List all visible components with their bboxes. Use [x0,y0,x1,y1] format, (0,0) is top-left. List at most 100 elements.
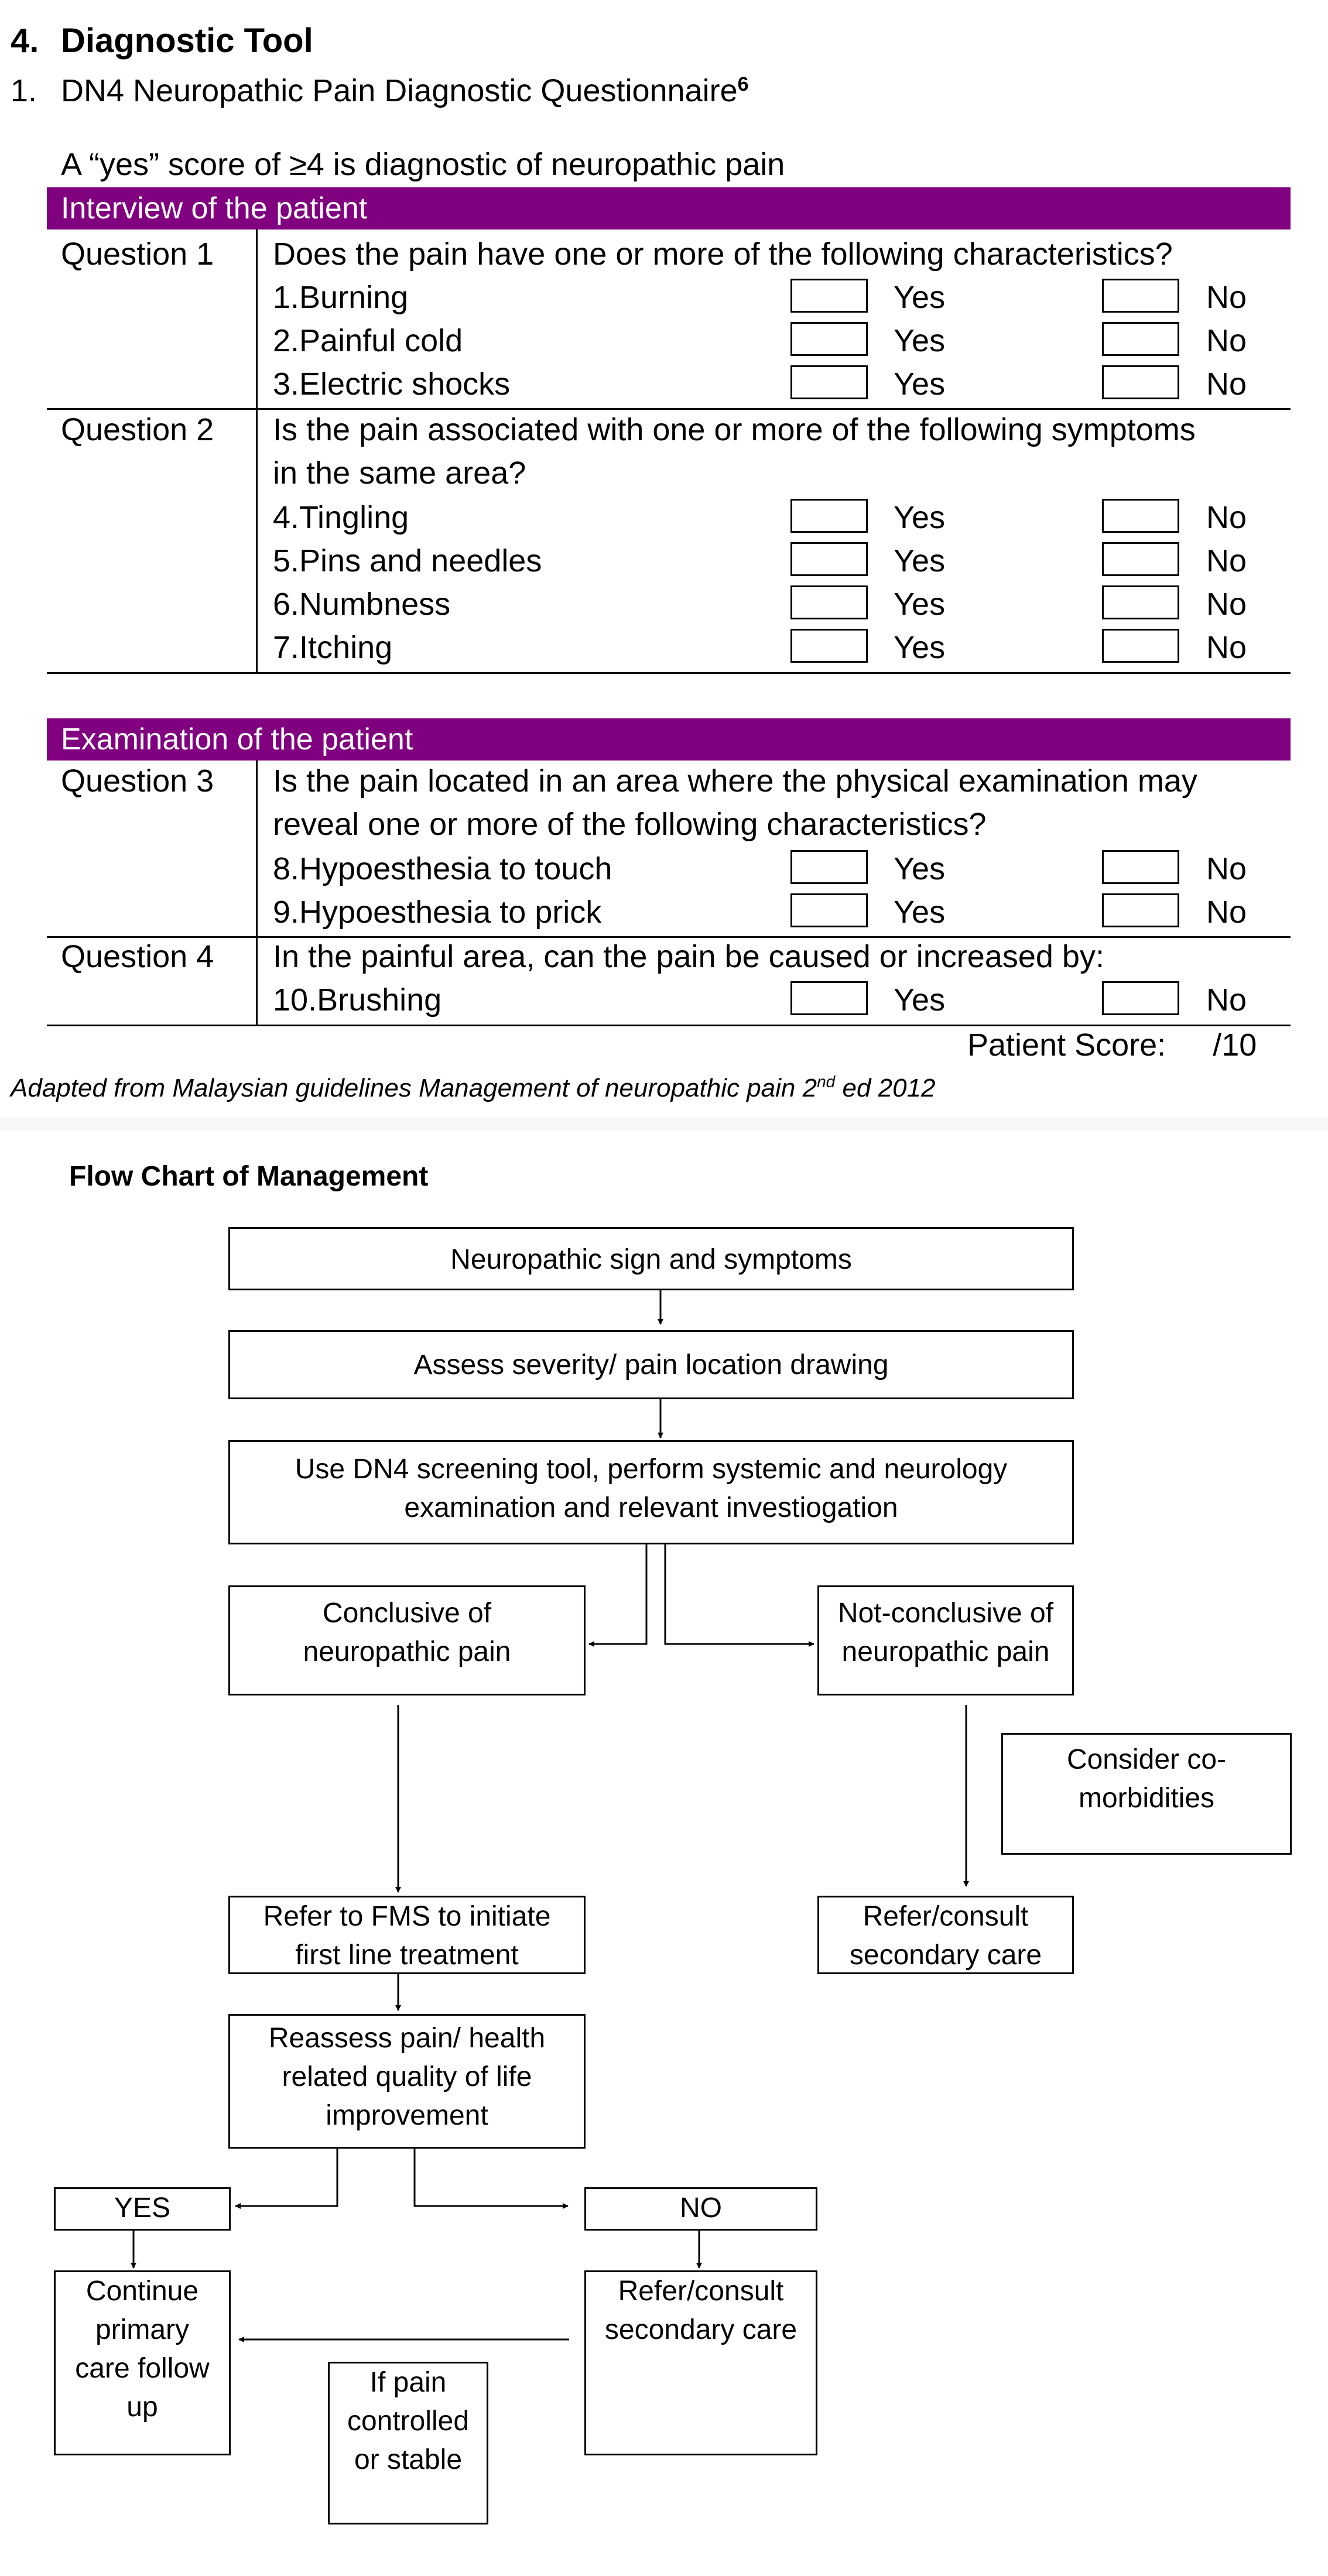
yes-checkbox[interactable] [790,629,868,663]
item-brushing: 10.Brushing [273,982,442,1018]
node-text: examination and relevant investiogation [404,1492,898,1523]
subsection-heading: 1. DN4 Neuropathic Pain Diagnostic Questi… [11,73,749,109]
yes-checkbox[interactable] [790,893,868,927]
node-text: improvement [326,2100,488,2131]
no-checkbox[interactable] [1102,322,1179,356]
node-text: Refer to FMS to initiate [263,1901,551,1932]
node-text: related quality of life [282,2061,532,2092]
question-3-label: Question 3 [61,763,214,799]
no-label: No [1206,895,1247,930]
question-1-text: Does the pain have one or more of the fo… [273,237,1173,272]
yes-checkbox[interactable] [790,850,868,884]
source-caption: Adapted from Malaysian guidelines Manage… [11,1073,936,1103]
no-label: No [1206,280,1247,315]
table-column-divider [256,761,258,1026]
node-text: Reassess pain/ health [268,2023,546,2054]
no-label: No [1206,982,1247,1018]
no-label: No [1206,630,1247,665]
flowchart-title: Flow Chart of Management [69,1161,429,1192]
node-text: morbidities [1078,1783,1215,1814]
yes-label: Yes [894,851,946,886]
flow-node-if-pain-controlled: If pain controlled or stable [328,2362,488,2524]
node-text: secondary care [604,2314,798,2345]
caption-text: Adapted from Malaysian guidelines Manage… [11,1074,817,1102]
no-checkbox[interactable] [1102,629,1179,663]
no-checkbox[interactable] [1102,893,1179,927]
yes-label: Yes [894,630,946,665]
no-label: No [1206,851,1247,886]
section-number: 4. [11,22,39,60]
node-text: primary [95,2314,189,2345]
question-2-text-line2: in the same area? [273,455,526,491]
item-hypoesthesia-prick: 9.Hypoesthesia to prick [273,895,602,930]
arrow-reassess-yes [235,2149,338,2209]
no-checkbox[interactable] [1102,499,1179,533]
item-pins-and-needles: 5.Pins and needles [273,543,542,578]
node-text: care follow [75,2353,210,2384]
node-text: or stable [354,2444,463,2475]
question-3-text-line2: reveal one or more of the following char… [273,807,987,842]
yes-checkbox[interactable] [790,585,868,619]
question-2-text-line1: Is the pain associated with one or more … [273,412,1196,447]
yes-label: Yes [894,280,946,315]
question-4-text: In the painful area, can the pain be cau… [273,939,1104,974]
yes-checkbox[interactable] [790,499,868,533]
node-text: If pain [369,2367,447,2398]
interview-header: Interview of the patient [47,187,1291,229]
yes-label: Yes [894,895,946,930]
node-text: controlled [347,2406,470,2437]
no-label: No [1206,366,1247,402]
no-checkbox[interactable] [1102,365,1179,399]
arrow-n3-not-conclusive [664,1544,814,1647]
reference-superscript: 6 [737,73,749,95]
yes-checkbox[interactable] [790,542,868,576]
examination-header: Examination of the patient [47,718,1291,761]
node-text: neuropathic pain [303,1636,511,1667]
yes-label: Yes [894,366,946,402]
no-label: No [1206,587,1247,622]
yes-checkbox[interactable] [790,365,868,399]
caption-tail: ed 2012 [835,1074,936,1102]
no-label: No [1206,543,1247,578]
yes-label: Yes [894,543,946,578]
no-checkbox[interactable] [1102,981,1179,1015]
node-text: neuropathic pain [841,1636,1050,1667]
no-checkbox[interactable] [1102,542,1179,576]
no-label: No [1206,500,1247,535]
no-checkbox[interactable] [1102,585,1179,619]
flow-node-neuropathic-signs: Neuropathic sign and symptoms [228,1227,1074,1290]
no-label: No [1206,323,1247,358]
question-1-label: Question 1 [61,237,214,272]
yes-checkbox[interactable] [790,279,868,313]
node-text: secondary care [849,1940,1042,1971]
patient-score-label: Patient Score: [967,1027,1166,1063]
flow-node-refer-fms: Refer to FMS to initiate first line treat… [228,1896,586,1974]
subsection-number: 1. [11,73,37,108]
diagnostic-threshold-note: A “yes” score of ≥4 is diagnostic of neu… [61,147,785,182]
patient-score: Patient Score:/10 [967,1027,1257,1063]
question-3-text-line1: Is the pain located in an area where the… [273,763,1197,799]
yes-checkbox[interactable] [790,322,868,356]
flow-node-reassess: Reassess pain/ health related quality of … [228,2014,586,2149]
flow-node-dn4-screening: Use DN4 screening tool, perform systemic… [228,1440,1074,1544]
node-text: first line treatment [295,1940,519,1971]
item-hypoesthesia-touch: 8.Hypoesthesia to touch [273,851,612,886]
item-painful-cold: 2.Painful cold [273,323,463,358]
item-itching: 7.Itching [273,630,393,665]
no-checkbox[interactable] [1102,850,1179,884]
item-electric-shocks: 3.Electric shocks [273,366,511,402]
row-divider [47,672,1291,674]
node-text: Assess severity/ pain location drawing [413,1349,889,1381]
item-numbness: 6.Numbness [273,587,451,622]
yes-checkbox[interactable] [790,981,868,1015]
node-text: Continue [85,2276,199,2307]
row-divider [47,1025,1291,1026]
node-text: Use DN4 screening tool, perform systemic… [295,1454,1008,1485]
node-text: Not-conclusive of [837,1598,1054,1629]
subsection-title: DN4 Neuropathic Pain Diagnostic Question… [61,73,738,108]
no-checkbox[interactable] [1102,279,1179,313]
